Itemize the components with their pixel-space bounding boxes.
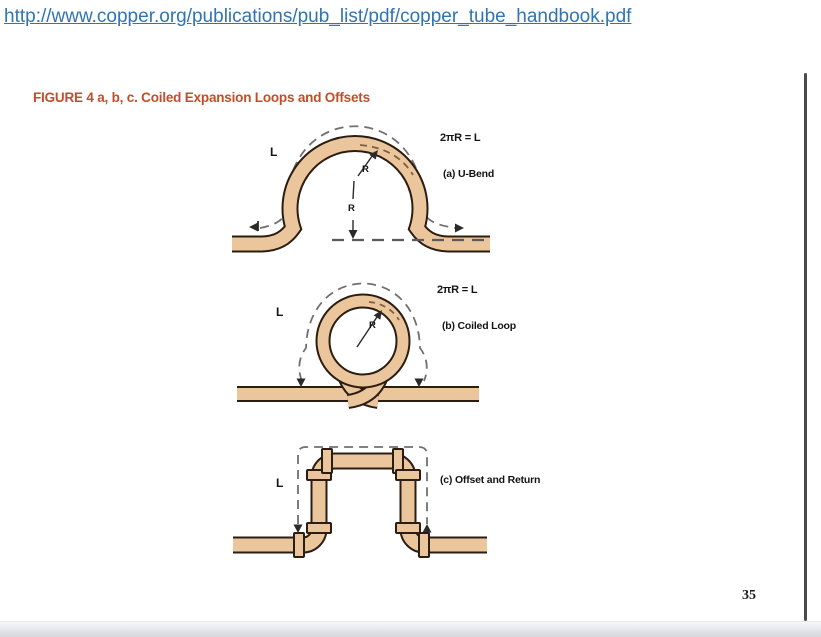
loop-left-arrow-icon: [296, 378, 306, 387]
page-number: 35: [742, 588, 756, 603]
bottom-bar: [0, 621, 821, 637]
ubend-dashed-length-curve: [259, 125, 457, 229]
page-edge-line: [804, 73, 807, 621]
ubend-radius-arrow-icon: [369, 150, 378, 160]
loop-ring: [317, 295, 409, 387]
loop-radius-arrow-icon: [373, 310, 382, 320]
diagram-a-caption: (a) U-Bend: [443, 168, 495, 180]
diagram-b-length-label: L: [276, 305, 284, 319]
diagram-a-radius-label: R: [362, 164, 369, 175]
offset-right-up-arrow-icon: [422, 524, 432, 533]
diagram-a-ubend: [232, 125, 490, 253]
diagram-a-radius-label-2: R: [348, 203, 355, 214]
diagram-b-caption: (b) Coiled Loop: [442, 320, 516, 332]
pdf-url-link[interactable]: http://www.copper.org/publications/pub_l…: [4, 6, 632, 27]
diagram-a-length-label: L: [270, 145, 278, 159]
figure-title: FIGURE 4 a, b, c. Coiled Expansion Loops…: [33, 90, 370, 105]
offset-dashed-outline: [297, 446, 428, 524]
loop-centerline-dashes: [368, 301, 400, 321]
ubend-left-arrow-icon: [249, 222, 258, 232]
ubend-centerline-dashes: [359, 144, 414, 176]
diagram-b-coiled-loop: [237, 282, 479, 409]
ubend-radius-leader-2: [352, 180, 355, 200]
diagram-c-offset-return: [233, 446, 487, 558]
loop-right-arrow-icon: [414, 378, 424, 387]
loop-radius-leader: [356, 313, 380, 348]
offset-pipe-fittings: [293, 448, 430, 558]
ubend-right-arrow-icon: [455, 223, 464, 233]
diagram-c-caption: (c) Offset and Return: [440, 474, 541, 486]
diagram-a-formula: 2πR = L: [440, 132, 481, 144]
diagram-b-formula: 2πR = L: [437, 284, 478, 296]
offset-pipe: [233, 454, 487, 552]
offset-left-down-arrow-icon: [293, 524, 303, 533]
ubend-down-arrow-icon: [348, 230, 358, 239]
diagram-b-radius-label: R: [369, 320, 376, 331]
diagram-c-length-label: L: [276, 476, 284, 490]
ubend-pipe: [232, 137, 490, 251]
